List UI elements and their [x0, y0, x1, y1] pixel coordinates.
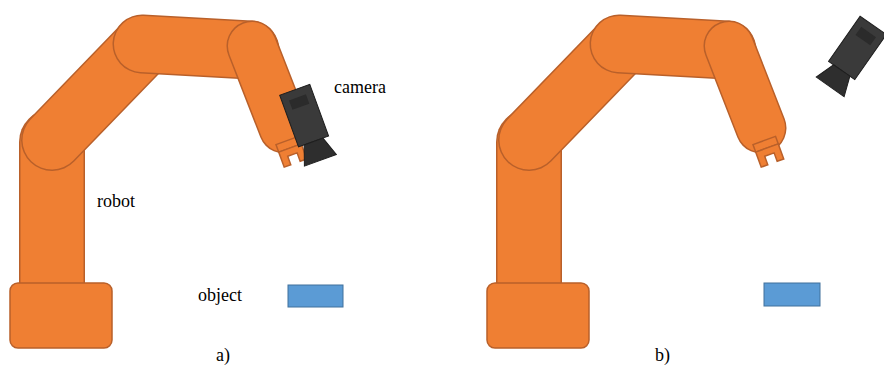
panel-label: a) — [216, 346, 230, 366]
object-block — [764, 283, 820, 306]
part-label: robot — [97, 192, 135, 212]
panel-label: b) — [655, 346, 670, 366]
robot-arm — [10, 44, 307, 348]
camera-mounted — [279, 84, 337, 166]
part-label: camera — [334, 78, 386, 98]
robot-arm — [487, 44, 784, 348]
camera-fixed — [816, 16, 884, 97]
object-block — [288, 285, 343, 307]
part-label: object — [198, 286, 242, 306]
